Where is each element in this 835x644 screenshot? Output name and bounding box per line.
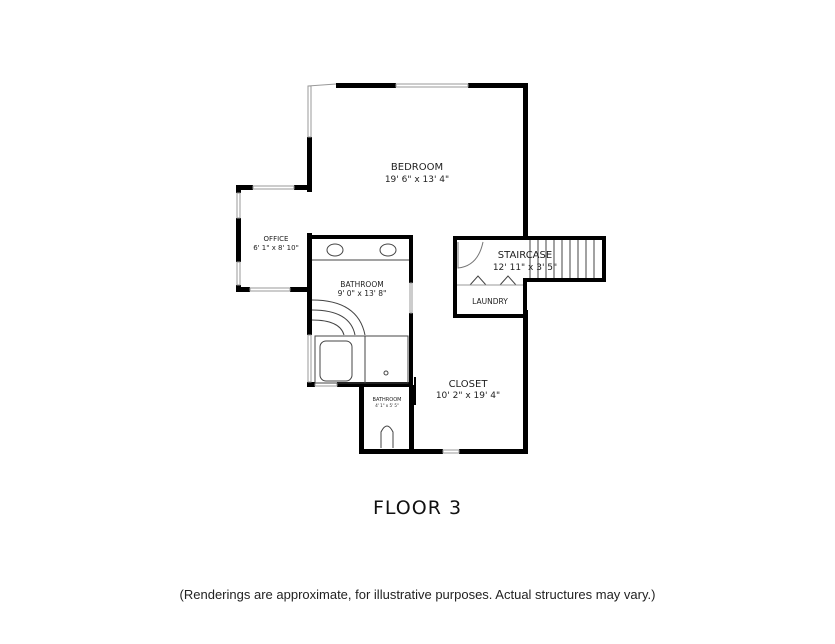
stairs	[529, 240, 595, 278]
office-name: OFFICE	[264, 235, 289, 243]
shower-icon	[364, 335, 409, 384]
room-labels: BEDROOM 19' 6" x 13' 4" OFFICE 6' 1" x 8…	[253, 162, 557, 408]
bathroom-name: BATHROOM	[340, 280, 383, 289]
windows	[236, 83, 469, 454]
sink-icon	[379, 243, 397, 257]
office-size: 6' 1" x 8' 10"	[253, 244, 299, 252]
closet-door-icon	[469, 275, 517, 286]
disclaimer: (Renderings are approximate, for illustr…	[179, 587, 656, 602]
bathtub-icon	[314, 335, 366, 384]
small-bathroom-name: BATHROOM	[373, 397, 402, 403]
small-bathroom-size: 4' 1" x 5' 5"	[375, 403, 399, 408]
closet-name: CLOSET	[449, 379, 489, 390]
walls	[236, 83, 606, 454]
staircase-size: 12' 11" x 3' 5"	[493, 263, 557, 273]
closet-size: 10' 2" x 19' 4"	[436, 391, 500, 401]
sink-icon	[326, 243, 344, 257]
bathroom-size: 9' 0" x 13' 8"	[338, 289, 387, 298]
bedroom-name: BEDROOM	[391, 162, 443, 173]
staircase-name: STAIRCASE	[498, 250, 552, 261]
bedroom-size: 19' 6" x 13' 4"	[385, 175, 449, 185]
door-swing	[457, 241, 484, 269]
floor-title: FLOOR 3	[372, 497, 463, 519]
toilet-icon	[380, 425, 394, 448]
fixtures	[311, 241, 523, 448]
laundry-name: LAUNDRY	[472, 297, 508, 306]
